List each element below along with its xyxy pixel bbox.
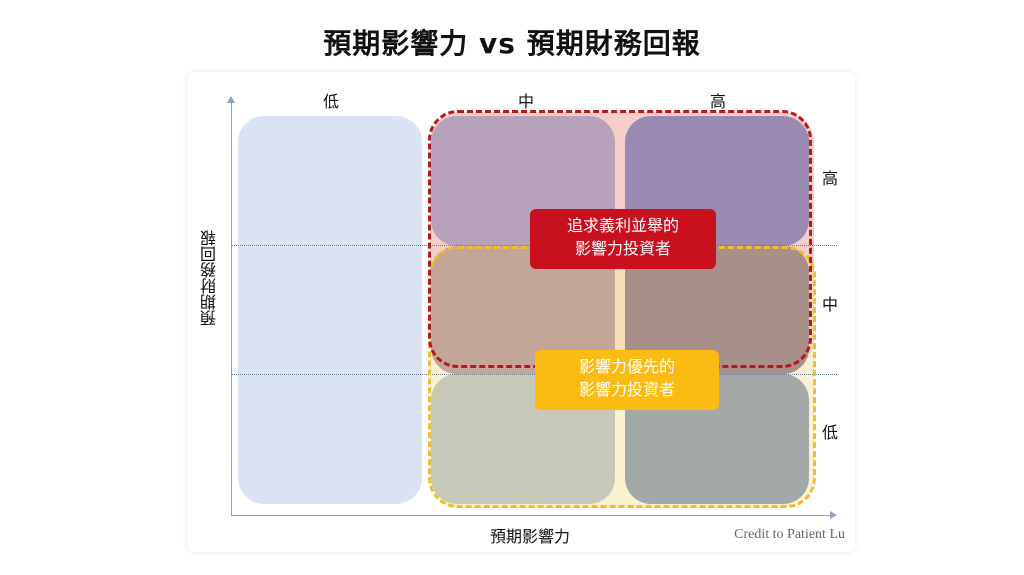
x-axis-line: [231, 515, 831, 516]
x-level-high: 高: [709, 92, 726, 111]
y-level-low: 低: [819, 424, 838, 440]
red-group-badge: 追求義利並舉的 影響力投資者: [530, 209, 716, 269]
y-axis-title: 預期財務回報: [200, 230, 219, 326]
cell-low-impact: [238, 116, 422, 504]
yellow-group-badge: 影響力優先的 影響力投資者: [535, 350, 719, 410]
y-level-high: 高: [819, 170, 838, 186]
credit-text: Credit to Patient Lu: [734, 527, 845, 542]
page-title: 預期影響力 vs 預期財務回報: [323, 27, 701, 60]
red-group-line2: 影響力投資者: [574, 239, 671, 258]
x-level-low: 低: [322, 92, 339, 111]
y-axis-arrow: [227, 96, 235, 103]
y-level-mid: 中: [819, 296, 838, 312]
x-level-mid: 中: [517, 92, 534, 111]
red-group-line1: 追求義利並舉的: [566, 216, 679, 235]
y-axis-line: [231, 100, 232, 516]
x-axis-arrow: [830, 511, 837, 519]
yellow-group-line2: 影響力投資者: [578, 380, 675, 399]
x-axis-title: 預期影響力: [489, 527, 570, 546]
yellow-group-line1: 影響力優先的: [578, 357, 675, 376]
gridline-lower: [231, 374, 837, 375]
